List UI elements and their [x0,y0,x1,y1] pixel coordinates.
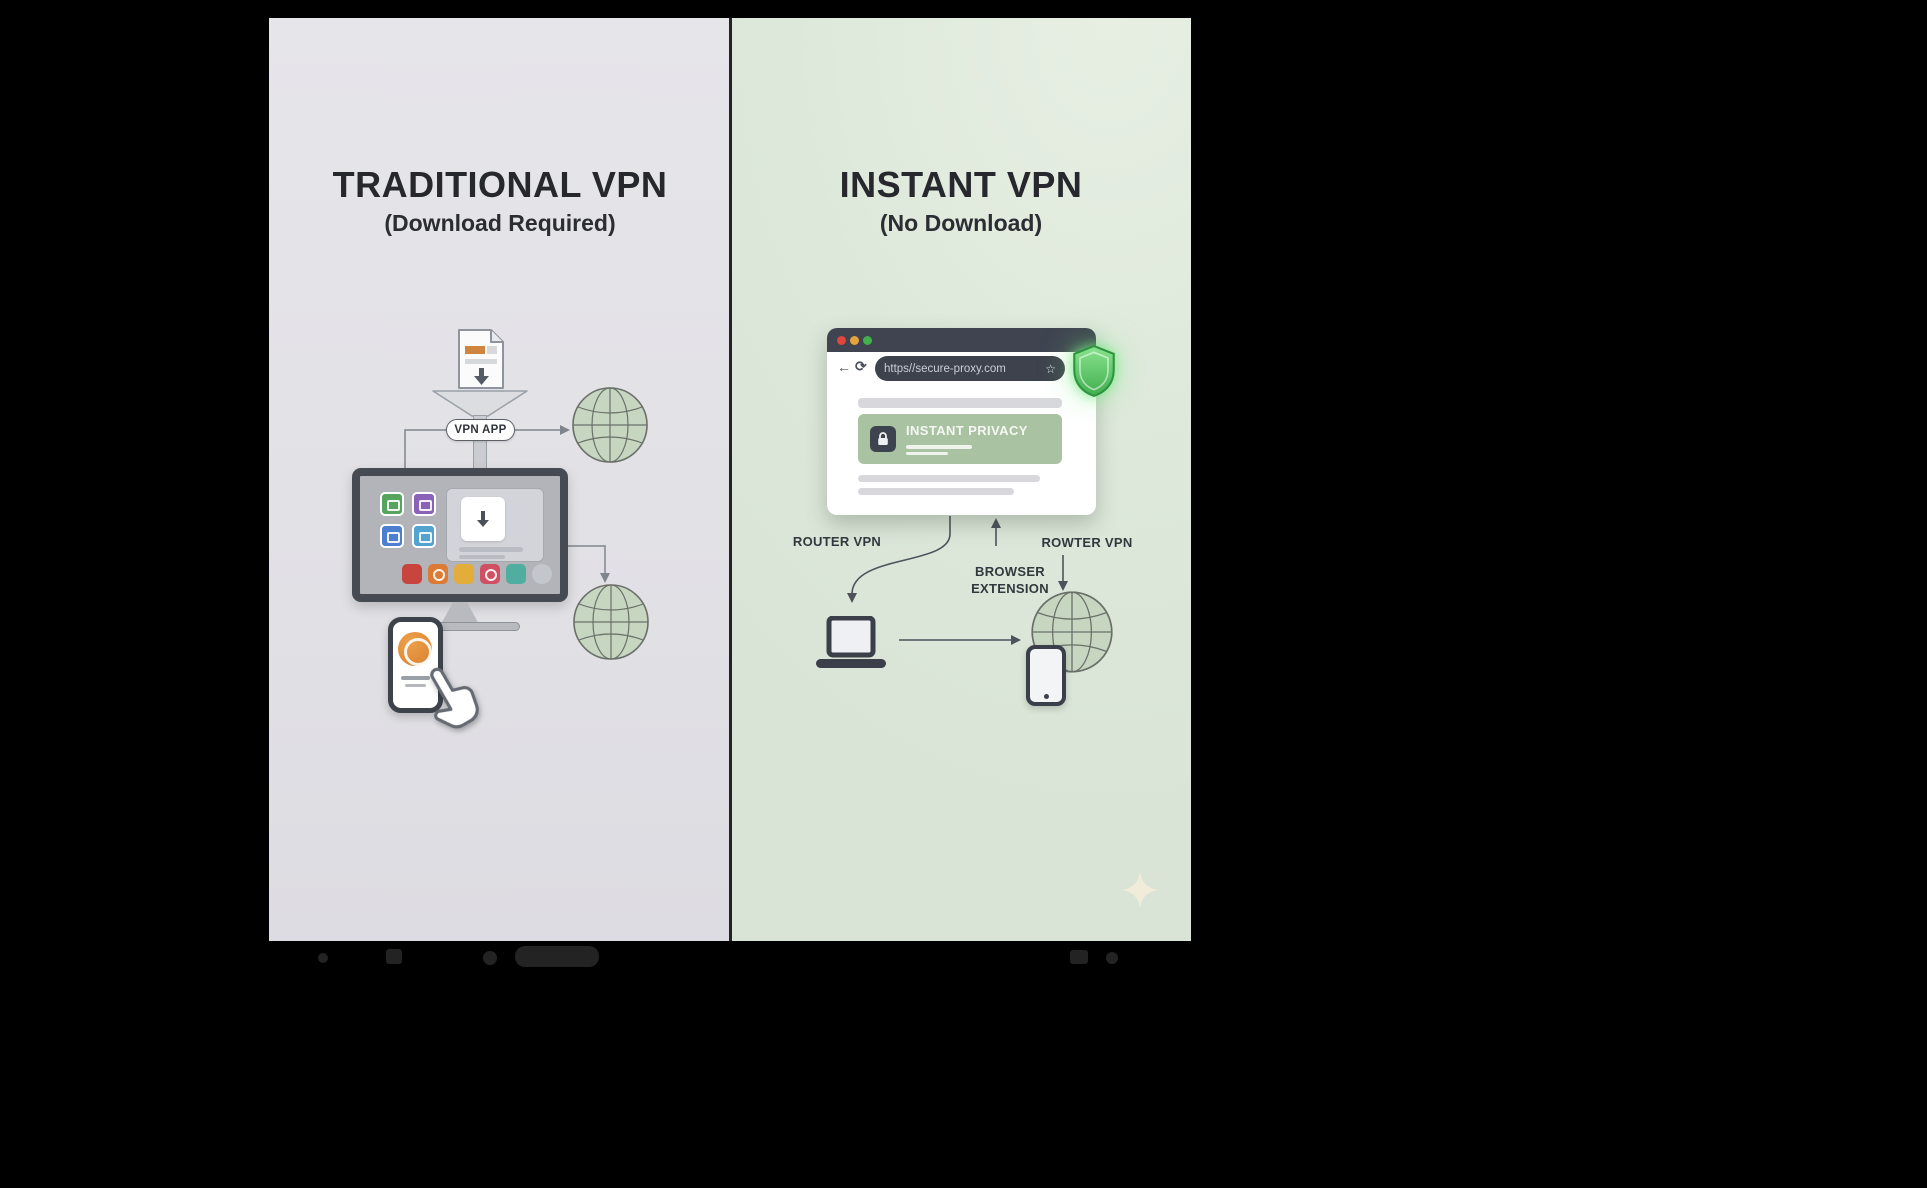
lock-icon [870,426,896,452]
download-arrow-icon [461,497,505,541]
vpn-app-badge: VPN APP [446,419,515,441]
vpn-comparison-poster: TRADITIONAL VPN (Download Required) VPN … [269,18,1191,941]
globe-icon [573,584,649,660]
label-rowter-vpn: ROWTER VPN [1041,535,1133,550]
app-tile-orange [428,564,448,584]
bookmark-star-icon: ☆ [1045,361,1056,376]
maximize-dot-icon [863,336,872,345]
panel-text-line [906,452,948,455]
desktop-monitor [352,468,568,602]
address-bar: https//secure-proxy.com ☆ [875,356,1065,381]
dimmed-toolbar-item[interactable] [1070,950,1088,964]
label-browser-extension-line2: EXTENSION [971,581,1049,596]
instant-privacy-panel: INSTANT PRIVACY [858,414,1062,464]
close-dot-icon [837,336,846,345]
left-subtitle: (Download Required) [384,210,616,236]
page-skeleton-bar [858,398,1062,408]
connector-arrows [404,425,1068,645]
dimmed-toolbar-item[interactable] [386,949,402,964]
dimmed-toolbar-item[interactable] [318,953,328,963]
browser-window: ← ⟳ https//secure-proxy.com ☆ INSTANT PR… [827,328,1115,515]
app-tile-purple [412,492,436,516]
panel-text-line [906,445,972,449]
minimize-dot-icon [850,336,859,345]
label-router-vpn: ROUTER VPN [792,534,882,549]
security-shield-icon [1073,344,1115,398]
dimmed-toolbar-pill[interactable] [515,946,599,967]
right-subtitle: (No Download) [879,210,1043,236]
browser-title-bar [827,328,1096,352]
privacy-badge: INSTANT PRIVACY [906,423,1028,438]
funnel-icon [432,390,528,417]
app-tile-pink [480,564,500,584]
dialog-text-line [459,547,523,552]
globe-icon [572,387,648,463]
app-tile-gray [532,564,552,584]
app-tile-yellow [454,564,474,584]
phone-text-line [405,684,426,687]
app-tile-blue [380,524,404,548]
app-tile-sky [412,524,436,548]
back-arrow-icon: ← [837,359,851,375]
phone-text-line [401,676,430,680]
tap-hand-cursor [430,667,479,729]
label-browser-extension: BROWSER EXTENSION [950,563,1070,597]
tablet-icon [1026,645,1066,706]
dimmed-toolbar-item[interactable] [483,951,497,965]
page-skeleton-bar [858,475,1040,482]
app-tile-teal [506,564,526,584]
url-text: https//secure-proxy.com [884,362,1006,375]
dimmed-toolbar-item[interactable] [1106,952,1118,964]
smartphone [388,617,443,713]
right-title: INSTANT VPN [839,164,1083,205]
monitor-stand-neck [441,602,479,624]
laptop-icon [816,616,886,668]
vpn-mobile-app-icon [398,632,432,666]
install-dialog [446,488,544,562]
app-tile-red [402,564,422,584]
page-skeleton-bar [858,488,1014,495]
label-browser-extension-line1: BROWSER [975,564,1045,579]
download-file-icon [458,329,504,389]
app-tile-green [380,492,404,516]
dialog-text-line [459,555,505,559]
left-title: TRADITIONAL VPN [332,164,668,205]
sparkle-icon [1122,872,1158,908]
panel-divider [729,18,732,941]
refresh-icon: ⟳ [855,358,867,374]
